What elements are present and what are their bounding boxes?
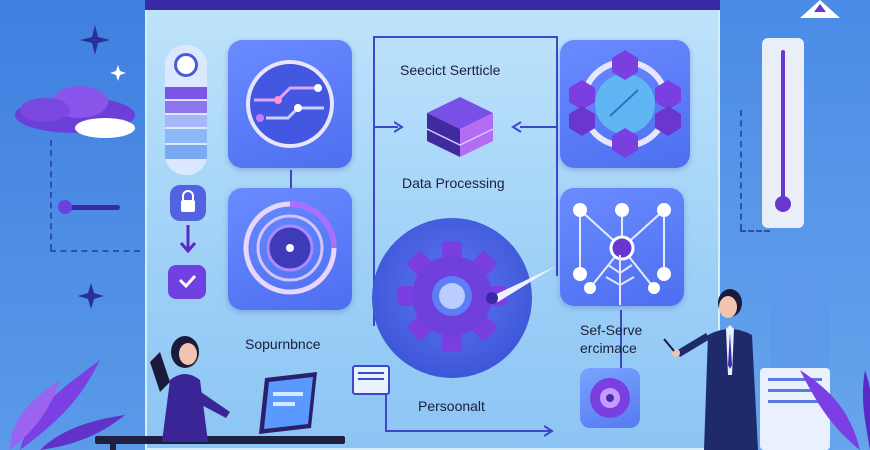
radar-tile (228, 188, 352, 310)
right-bottom-label-1: Sef-Serve (580, 322, 643, 338)
desk (95, 436, 345, 444)
connector-line (373, 36, 375, 326)
connector-line (385, 392, 387, 432)
right-bottom-label-2: ercimace (580, 340, 637, 356)
panel-top-bar (145, 0, 720, 10)
connector-bar (60, 205, 120, 210)
circuit-tile (228, 40, 352, 168)
man-figure (663, 289, 758, 450)
connector-line (556, 36, 558, 276)
leaf-icon (10, 360, 125, 450)
connector-line (290, 170, 292, 190)
radar-icon (243, 201, 337, 295)
cube-icon (426, 97, 494, 157)
bottom-center-label: Persoonalt (418, 398, 485, 414)
thermometer-icon (762, 38, 804, 228)
desk-leg (110, 444, 116, 450)
woman-figure (150, 336, 230, 442)
left-background (0, 0, 150, 450)
network-ring-icon (569, 50, 681, 158)
circuit-icon (246, 60, 334, 148)
badge-tile (580, 368, 640, 428)
connector-line (373, 36, 558, 38)
lock-icon (170, 185, 206, 221)
badge-gear-icon (590, 378, 630, 418)
sparkle-star-icon-2 (78, 283, 104, 309)
network-ring-tile (560, 40, 690, 168)
cloud-icon (15, 86, 135, 138)
connector-line (373, 126, 398, 128)
gear-icon (397, 241, 507, 351)
right-dashed-line (740, 110, 742, 230)
arrow-right-icon (394, 121, 404, 133)
progress-bar-icon (165, 45, 207, 175)
connector-line (620, 310, 622, 370)
node-graph-tile (560, 188, 684, 306)
gear-circle (372, 218, 532, 378)
needle-icon (486, 266, 556, 304)
right-dashed-line-h (740, 230, 770, 232)
top-center-label: Seecict Sertticle (400, 62, 501, 78)
node-graph-icon (573, 203, 671, 294)
data-processing-label: Data Processing (402, 175, 505, 191)
tree-icon (605, 255, 635, 305)
connector-line (385, 430, 550, 432)
document-icon (352, 365, 390, 395)
right-leaf-icon (800, 370, 870, 450)
laptop-icon (259, 372, 317, 434)
small-star-icon (110, 65, 126, 81)
arrow-right-icon-2 (544, 425, 554, 437)
sparkle-star-icon (80, 25, 110, 55)
down-arrow-icon (179, 225, 197, 254)
connector-dot (58, 200, 72, 214)
document-stack-icon (760, 368, 830, 450)
arrow-left-icon (511, 121, 522, 133)
left-bottom-label: Sopurnbnce (245, 336, 321, 352)
left-dashed-line-h (50, 250, 140, 252)
left-dashed-line (50, 140, 52, 250)
checkmark-shield-icon (168, 265, 206, 299)
connector-line (520, 126, 556, 128)
triangle-icon (800, 0, 840, 18)
